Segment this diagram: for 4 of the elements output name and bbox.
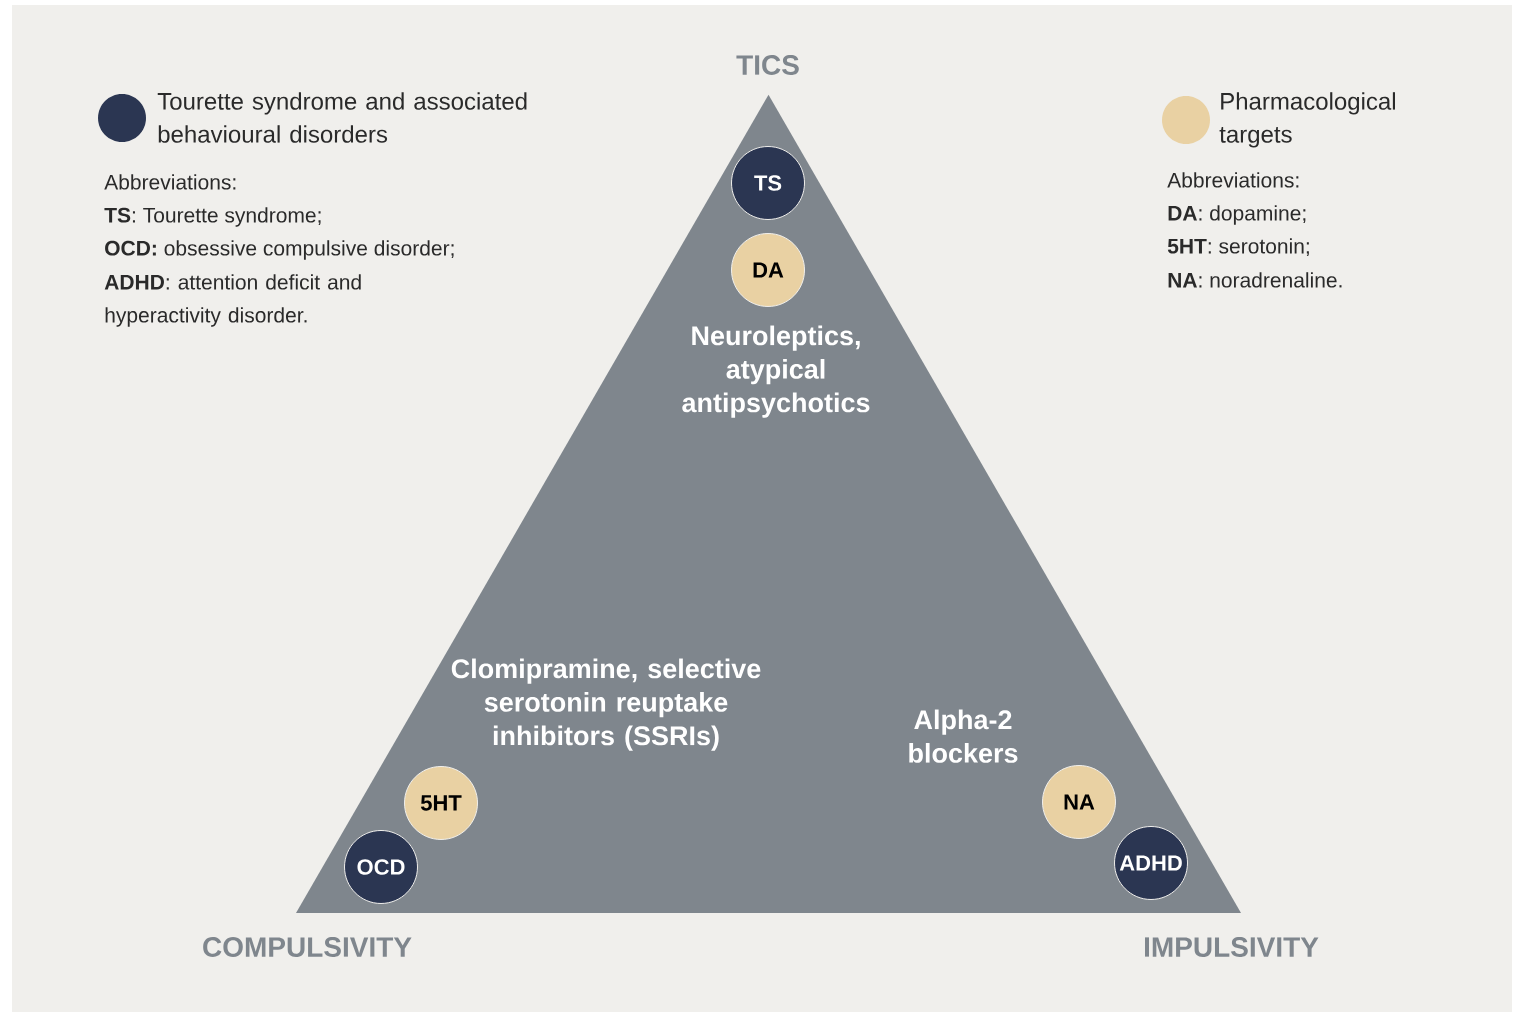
corner-label: TICS <box>736 55 799 75</box>
abbreviation-note: Abbreviations: <box>104 174 236 190</box>
corner-label: COMPULSIVITY <box>203 937 412 957</box>
corner-label: IMPULSIVITY <box>1145 937 1319 957</box>
